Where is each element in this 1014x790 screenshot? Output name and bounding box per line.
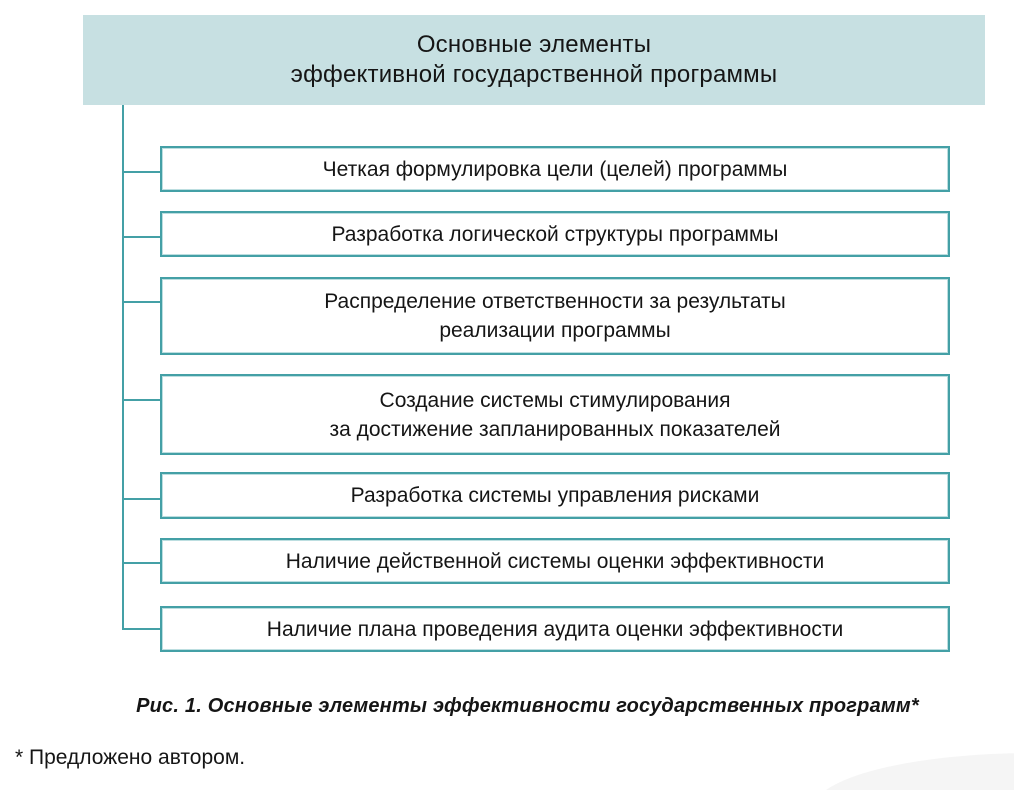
flow-box-goal: Четкая формулировка цели (целей) програм… — [160, 146, 950, 192]
diagram-header-box: Основные элементы эффективной государств… — [83, 15, 985, 105]
connector-stub — [122, 628, 162, 630]
diagram-header-label: Основные элементы эффективной государств… — [290, 31, 778, 88]
flow-box-incentive-system: Создание системы стимулирования за дости… — [160, 374, 950, 455]
connector-stub — [122, 562, 162, 564]
connector-stub — [122, 399, 162, 401]
flow-box-logic-structure: Разработка логической структуры программ… — [160, 211, 950, 257]
connector-stub — [122, 301, 162, 303]
flow-box-label: Разработка логической структуры программ… — [331, 222, 779, 246]
connector-stub — [122, 498, 162, 500]
connector-stub — [122, 171, 162, 173]
flow-box-label: Распределение ответственности за результ… — [324, 290, 786, 342]
flow-box-label: Наличие действенной системы оценки эффек… — [285, 549, 825, 573]
flow-box-label: Наличие плана проведения аудита оценки э… — [266, 617, 844, 641]
flow-box-audit-plan: Наличие плана проведения аудита оценки э… — [160, 606, 950, 652]
flow-box-label: Создание системы стимулирования за дости… — [329, 388, 781, 441]
scan-artifact-shadow — [814, 753, 1014, 790]
figure-caption: Рис. 1. Основные элементы эффективности … — [136, 695, 919, 717]
flow-box-evaluation-system: Наличие действенной системы оценки эффек… — [160, 538, 950, 584]
flow-box-label: Разработка системы управления рисками — [350, 484, 760, 507]
flow-box-responsibility: Распределение ответственности за результ… — [160, 277, 950, 355]
connector-trunk-line — [122, 105, 124, 630]
figure-footnote: * Предложено автором. — [15, 746, 246, 769]
flow-box-label: Четкая формулировка цели (целей) програм… — [322, 157, 788, 181]
connector-stub — [122, 236, 162, 238]
flow-box-risk-management: Разработка системы управления рисками — [160, 472, 950, 519]
